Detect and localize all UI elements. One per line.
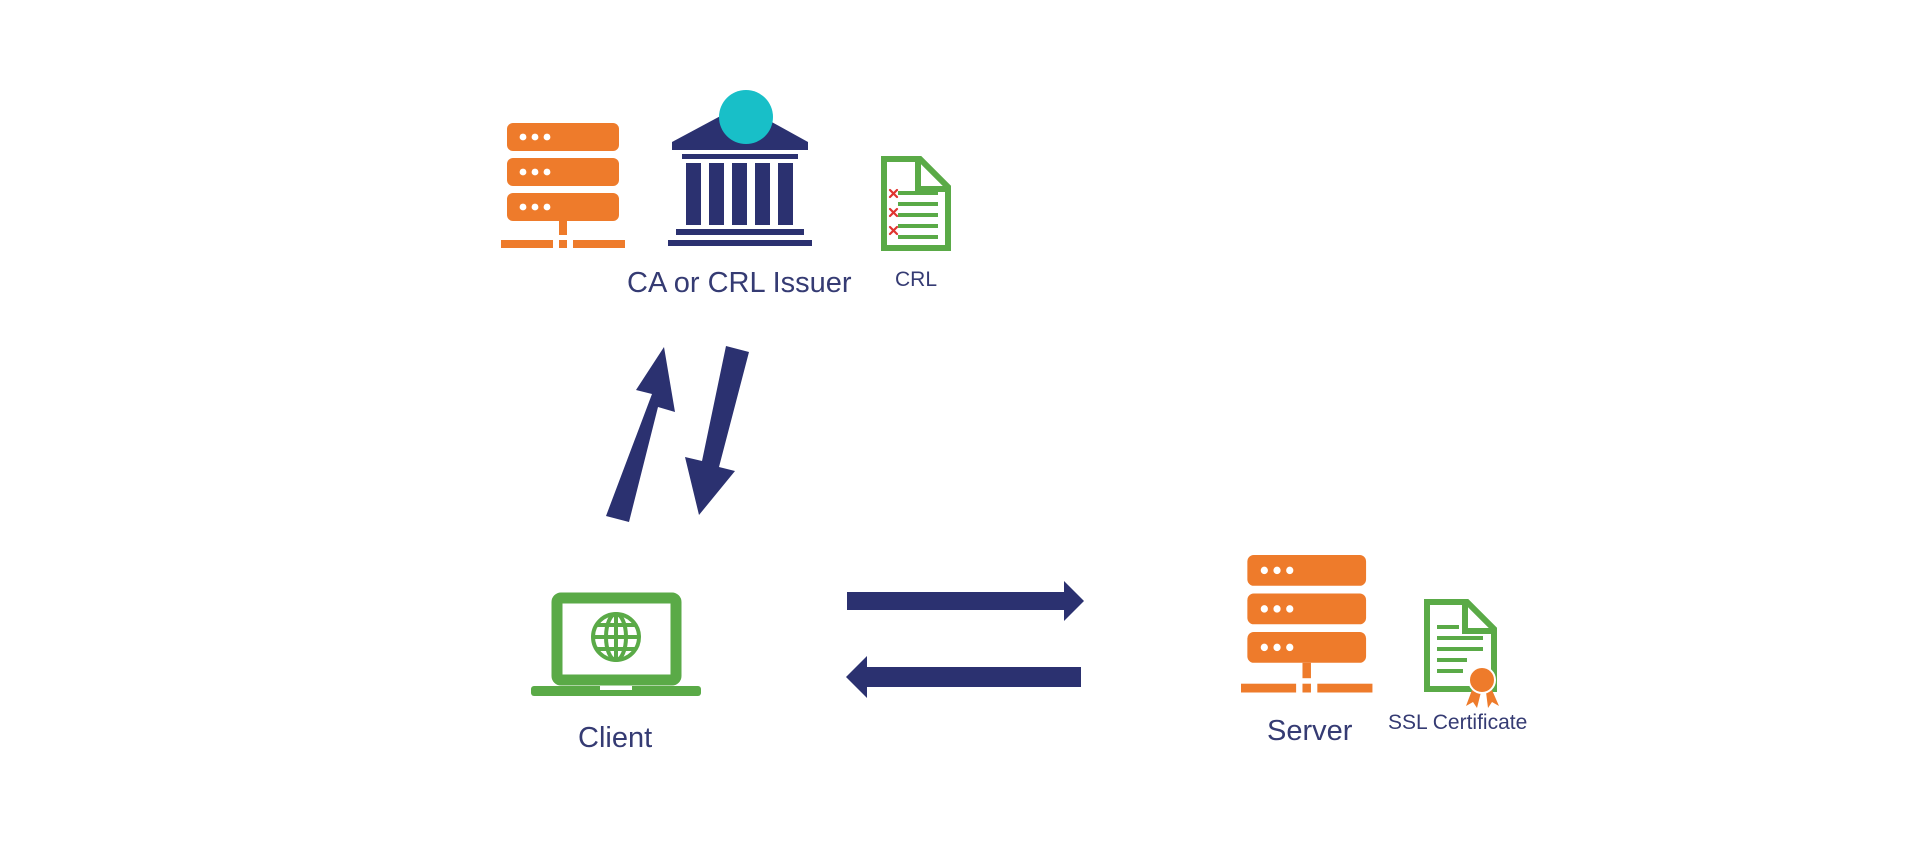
certificate-icon bbox=[1424, 599, 1499, 708]
arrow-right-to-server bbox=[847, 581, 1084, 621]
arrow-down-to-client bbox=[685, 346, 749, 515]
server-label: Server bbox=[1267, 715, 1353, 747]
teal-dot-marker bbox=[719, 90, 773, 144]
crl-document-icon bbox=[881, 156, 951, 251]
laptop-globe-icon bbox=[531, 592, 701, 696]
arrow-up-to-ca bbox=[606, 347, 675, 522]
crl-label: CRL bbox=[895, 268, 937, 291]
arrow-left-to-client bbox=[846, 656, 1081, 698]
client-label: Client bbox=[578, 722, 652, 754]
ssl-certificate-label: SSL Certificate bbox=[1388, 711, 1527, 734]
ca-issuer-label: CA or CRL Issuer bbox=[627, 267, 852, 299]
server-rack-icon bbox=[1241, 555, 1373, 693]
ca-server-icon bbox=[501, 123, 625, 248]
